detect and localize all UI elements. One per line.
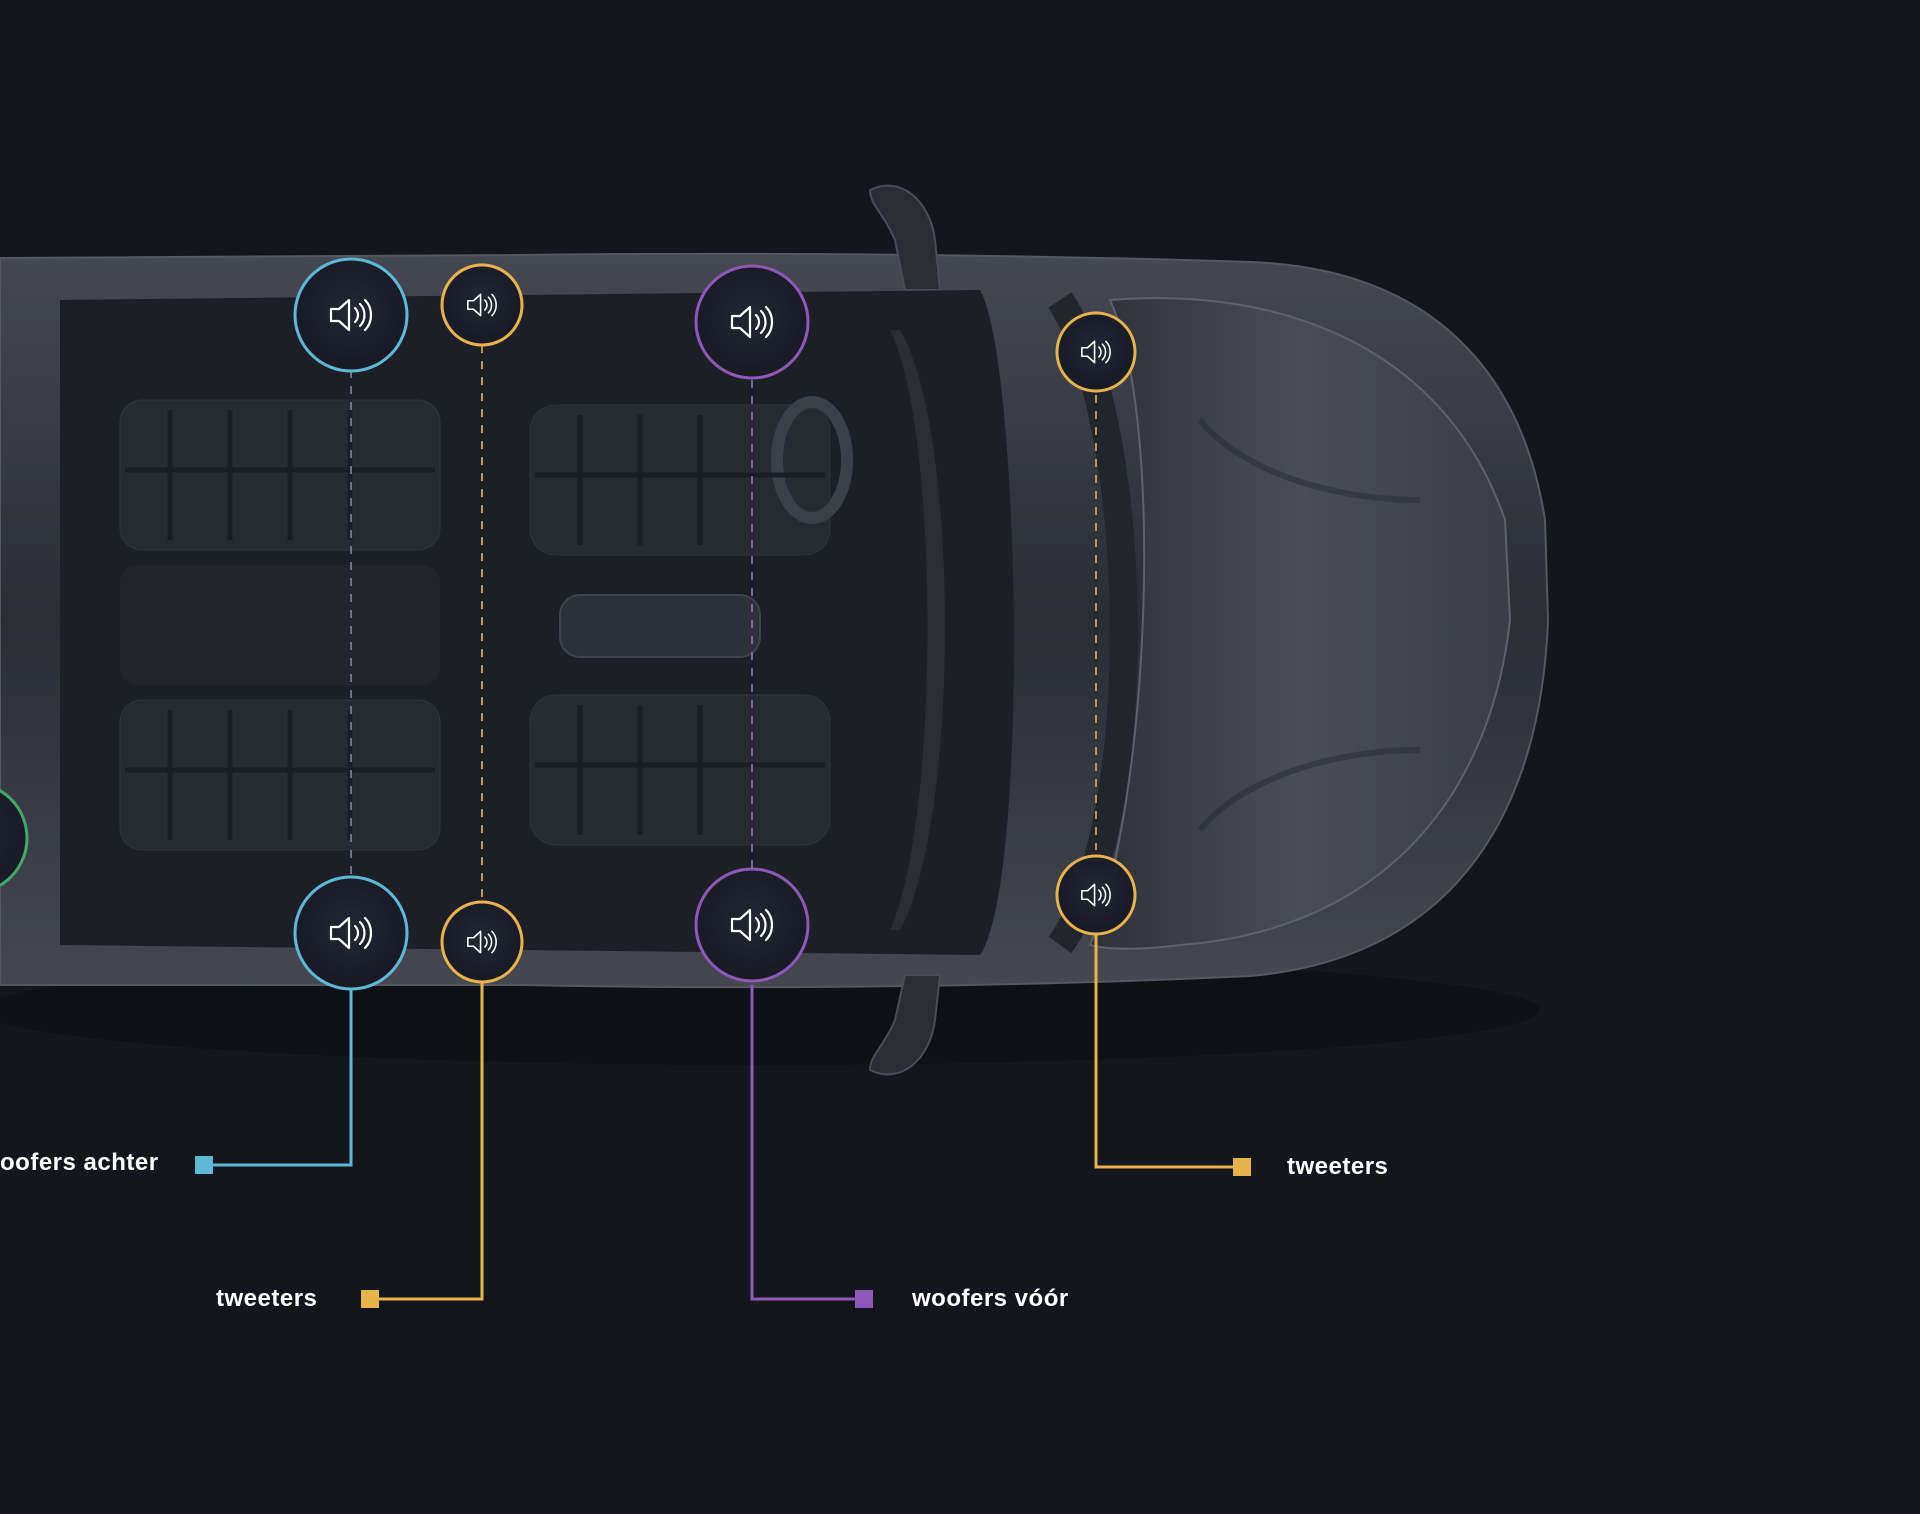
callout-markers	[195, 1156, 1251, 1308]
woofers-front-marker	[855, 1290, 873, 1308]
guide-dashes	[350, 345, 1097, 900]
callout-lines	[204, 935, 1242, 1301]
label-woofers-front: woofers vóór	[912, 1285, 1069, 1312]
tweeters-front-marker	[1233, 1158, 1251, 1176]
tweeter-rear-left[interactable]	[440, 263, 524, 347]
label-woofers-rear: oofers achter	[0, 1149, 159, 1176]
tweeter-rear-right[interactable]	[440, 900, 524, 984]
woofers-rear-leader	[204, 990, 353, 1167]
tweeter-front-left[interactable]	[1055, 311, 1137, 393]
woofer-rear-left[interactable]	[293, 257, 409, 373]
woofers-front-leader	[750, 985, 864, 1301]
woofer-front-right[interactable]	[694, 867, 810, 983]
woofer-rear-right[interactable]	[293, 875, 409, 991]
tweeter-front-right[interactable]	[1055, 854, 1137, 936]
label-tweeters-rear: tweeters	[216, 1285, 318, 1312]
woofer-front-left[interactable]	[694, 264, 810, 380]
label-tweeters-front: tweeters	[1287, 1153, 1389, 1180]
tweeters-rear-marker	[361, 1290, 379, 1308]
surround-speaker-partial[interactable]	[0, 783, 29, 893]
woofers-rear-marker	[195, 1156, 213, 1174]
tweeters-front-leader	[1094, 935, 1242, 1169]
car-cabin	[60, 290, 1014, 955]
tweeters-rear-leader	[370, 982, 484, 1301]
